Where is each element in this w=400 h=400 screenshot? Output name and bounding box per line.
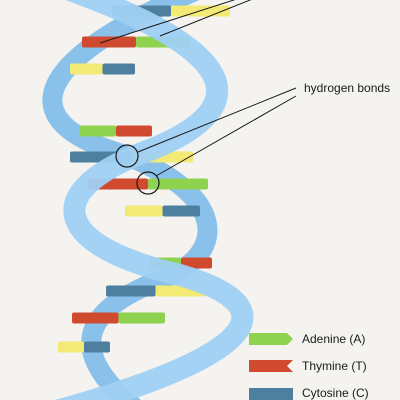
legend-swatch-adenine	[249, 333, 293, 345]
legend-item-adenine: Adenine (A)	[249, 332, 365, 346]
legend-swatch-cytosine	[249, 388, 293, 400]
base-guanine-left	[70, 63, 103, 75]
top-leader-line-1	[99, 0, 236, 44]
base-pair	[80, 125, 152, 137]
hydrogen-bond-marker-1	[115, 144, 139, 168]
legend: Adenine (A) Thymine (T) Cytosine (C)	[249, 332, 369, 400]
legend-item-cytosine: Cytosine (C)	[249, 386, 369, 400]
base-thymine-right	[116, 125, 152, 137]
base-guanine-left	[125, 205, 163, 217]
base-pair	[58, 341, 110, 353]
hydrogen-bonds-label: hydrogen bonds	[304, 81, 390, 95]
top-leader-line-2	[159, 0, 252, 37]
hydrogen-bond-marker-2	[136, 171, 160, 195]
hydrogen-bond-leader-2	[155, 95, 297, 177]
base-adenine-right	[148, 178, 208, 190]
base-adenine-right	[118, 312, 165, 324]
base-cytosine-right	[84, 341, 110, 353]
base-pair	[72, 312, 165, 324]
dna-strand-front	[55, 0, 254, 400]
base-cytosine-right	[162, 205, 200, 217]
legend-label-adenine: Adenine (A)	[302, 332, 365, 346]
base-pair	[125, 205, 200, 217]
legend-swatch-thymine	[249, 360, 293, 372]
base-pair	[70, 63, 135, 75]
legend-label-thymine: Thymine (T)	[302, 359, 367, 373]
base-guanine-left	[58, 341, 84, 353]
base-thymine-right	[181, 257, 212, 269]
legend-item-thymine: Thymine (T)	[249, 359, 367, 373]
legend-label-cytosine: Cytosine (C)	[302, 386, 369, 400]
base-cytosine-left	[106, 285, 156, 297]
base-cytosine-right	[102, 63, 135, 75]
hydrogen-bond-leader-1	[137, 87, 297, 153]
dna-strand-back	[42, 0, 218, 400]
base-thymine-left	[82, 36, 136, 48]
base-adenine-left	[80, 125, 116, 137]
base-thymine-left	[72, 312, 119, 324]
